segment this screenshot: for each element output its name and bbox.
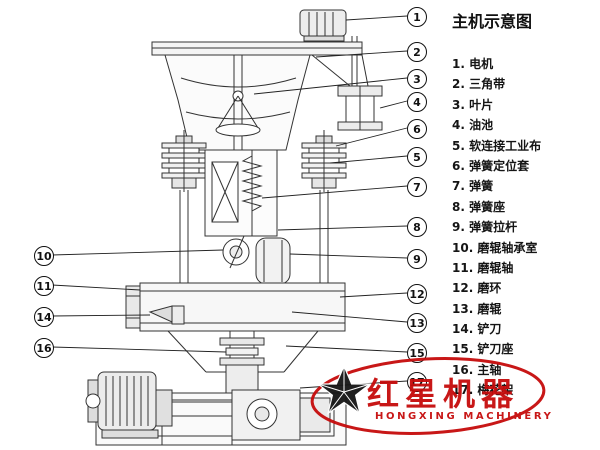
legend-title: 主机示意图 xyxy=(452,12,533,31)
callout-12: 12 xyxy=(407,284,427,304)
callout-16: 16 xyxy=(34,338,54,358)
legend-item-2: 2. 三角带 xyxy=(452,77,506,92)
legend-item-17: 17. 梅花架 xyxy=(452,383,514,398)
callout-8: 8 xyxy=(407,217,427,237)
legend-item-1: 1. 电机 xyxy=(452,57,494,71)
legend-item-15: 15. 铲刀座 xyxy=(452,342,514,357)
legend-item-7: 7. 弹簧 xyxy=(452,179,494,194)
callout-4: 4 xyxy=(407,92,427,112)
legend-item-4: 4. 油池 xyxy=(452,118,494,133)
callout-7: 7 xyxy=(407,177,427,197)
legend-item-3: 3. 叶片 xyxy=(452,97,494,112)
callout-5: 5 xyxy=(407,147,427,167)
legend-item-16: 16. 主轴 xyxy=(452,362,502,377)
callout-17: 17 xyxy=(407,372,427,392)
callout-11: 11 xyxy=(34,276,54,296)
mill-line-art xyxy=(85,9,383,446)
legend-item-6: 6. 弹簧定位套 xyxy=(452,158,530,173)
callout-14: 14 xyxy=(34,307,54,327)
parts-legend: 主机示意图 1. 电机 2. 三角带 3. 叶片 4. 油池 5. 软连接工业布… xyxy=(452,8,598,401)
callout-15: 15 xyxy=(407,343,427,363)
legend-item-9: 9. 弹簧拉杆 xyxy=(452,220,518,235)
legend-item-13: 13. 磨辊 xyxy=(452,301,502,316)
callout-3: 3 xyxy=(407,69,427,89)
callout-10: 10 xyxy=(34,246,54,266)
legend-item-11: 11. 磨辊轴 xyxy=(452,260,514,275)
legend-item-14: 14. 铲刀 xyxy=(452,322,502,337)
callout-9: 9 xyxy=(407,249,427,269)
legend-item-8: 8. 弹簧座 xyxy=(452,199,506,214)
callout-13: 13 xyxy=(407,313,427,333)
legend-item-5: 5. 软连接工业布 xyxy=(452,138,542,153)
callout-1: 1 xyxy=(407,7,427,27)
callout-2: 2 xyxy=(407,42,427,62)
legend-item-12: 12. 磨环 xyxy=(452,281,502,296)
callout-6: 6 xyxy=(407,119,427,139)
legend-item-10: 10. 磨辊轴承室 xyxy=(452,240,538,255)
